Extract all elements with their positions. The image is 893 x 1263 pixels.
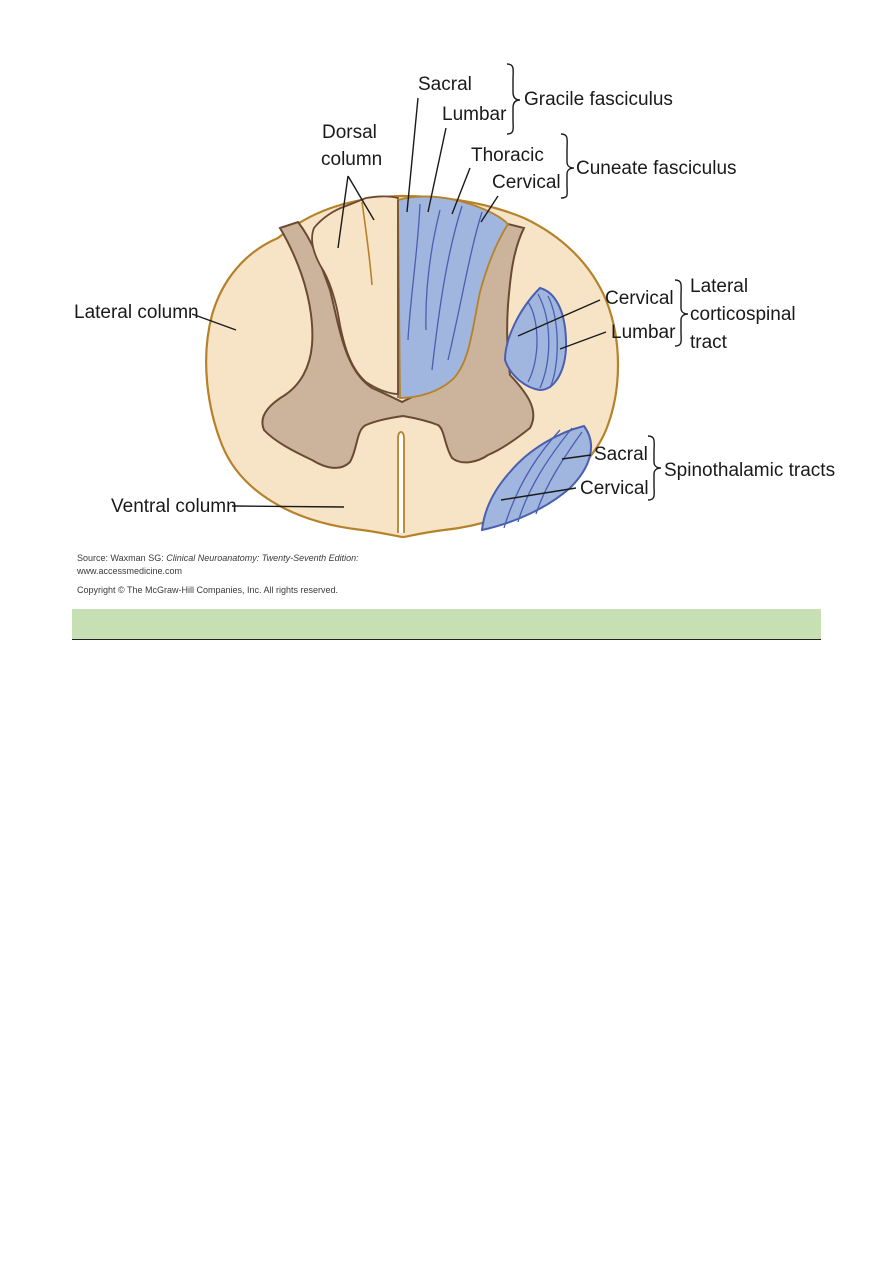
source-credit: Source: Waxman SG: Clinical Neuroanatomy… bbox=[77, 552, 477, 597]
label-cervical-mid: Cervical bbox=[605, 288, 674, 309]
label-lateral-cst-3: tract bbox=[690, 332, 728, 353]
leader-lateral-column bbox=[191, 313, 237, 331]
ventral-median-fissure bbox=[397, 431, 405, 533]
leader-ventral-column bbox=[231, 505, 345, 508]
dorsal-column-tracts bbox=[397, 195, 510, 399]
leader-sacral-bottom bbox=[561, 454, 592, 460]
label-sacral-top: Sacral bbox=[418, 74, 472, 95]
leader-lumbar-mid bbox=[559, 331, 607, 350]
leader-dorsal-left bbox=[337, 175, 349, 249]
stt-lamina-2 bbox=[503, 429, 561, 529]
source-citation: Source: Waxman SG: Clinical Neuroanatomy… bbox=[77, 553, 359, 563]
leader-dorsal-right bbox=[347, 175, 375, 221]
label-ventral-column: Ventral column bbox=[111, 496, 237, 517]
label-lumbar-top: Lumbar bbox=[442, 104, 507, 125]
dorsal-septum-line bbox=[361, 201, 373, 286]
cst-lamina-1 bbox=[527, 301, 538, 383]
gracile-lamina-line-1 bbox=[407, 203, 421, 341]
leader-cervical-bottom bbox=[500, 487, 577, 501]
brace-lateral-cst bbox=[674, 279, 689, 347]
brace-gracile bbox=[506, 63, 521, 135]
label-dorsal-1: Dorsal bbox=[322, 122, 377, 143]
label-dorsal-2: column bbox=[321, 149, 382, 170]
label-lumbar-mid: Lumbar bbox=[611, 322, 676, 343]
gracile-lamina-line-2 bbox=[425, 209, 441, 331]
source-url: www.accessmedicine.com bbox=[77, 565, 183, 576]
dorsal-column-left bbox=[311, 195, 399, 395]
label-lateral-cst-1: Lateral bbox=[690, 276, 748, 297]
label-spinothalamic-tracts: Spinothalamic tracts bbox=[664, 460, 835, 481]
leader-cervical-mid bbox=[517, 299, 601, 337]
leader-lumbar-top bbox=[427, 127, 447, 213]
label-gracile-fasciculus: Gracile fasciculus bbox=[524, 89, 673, 110]
brace-spinothalamic bbox=[647, 435, 662, 501]
stt-lamina-3 bbox=[535, 431, 583, 515]
cst-lamina-2 bbox=[537, 293, 550, 389]
source-copyright: Copyright © The McGraw-Hill Companies, I… bbox=[77, 585, 339, 595]
green-caption-bar bbox=[72, 609, 821, 640]
label-sacral-bottom: Sacral bbox=[594, 444, 648, 465]
gray-matter bbox=[261, 220, 535, 469]
label-lateral-cst-2: corticospinal bbox=[690, 304, 796, 325]
label-cuneate-fasciculus: Cuneate fasciculus bbox=[576, 158, 737, 179]
leader-sacral-top bbox=[406, 97, 419, 213]
spinal-cord-diagram: Sacral Lumbar Gracile fasciculus Dorsal … bbox=[74, 63, 835, 539]
label-cervical-bottom: Cervical bbox=[580, 478, 649, 499]
cuneate-lamina-line-1 bbox=[431, 205, 463, 371]
label-thoracic: Thoracic bbox=[471, 145, 544, 166]
cuneate-lamina-line-2 bbox=[447, 211, 483, 361]
leader-cervical-top bbox=[480, 195, 499, 223]
label-lateral-column: Lateral column bbox=[74, 302, 199, 323]
label-cervical-top: Cervical bbox=[492, 172, 561, 193]
brace-cuneate bbox=[560, 133, 575, 199]
cst-lamina-3 bbox=[547, 295, 558, 389]
leader-thoracic bbox=[451, 167, 471, 215]
stt-lamina-1 bbox=[517, 427, 573, 523]
